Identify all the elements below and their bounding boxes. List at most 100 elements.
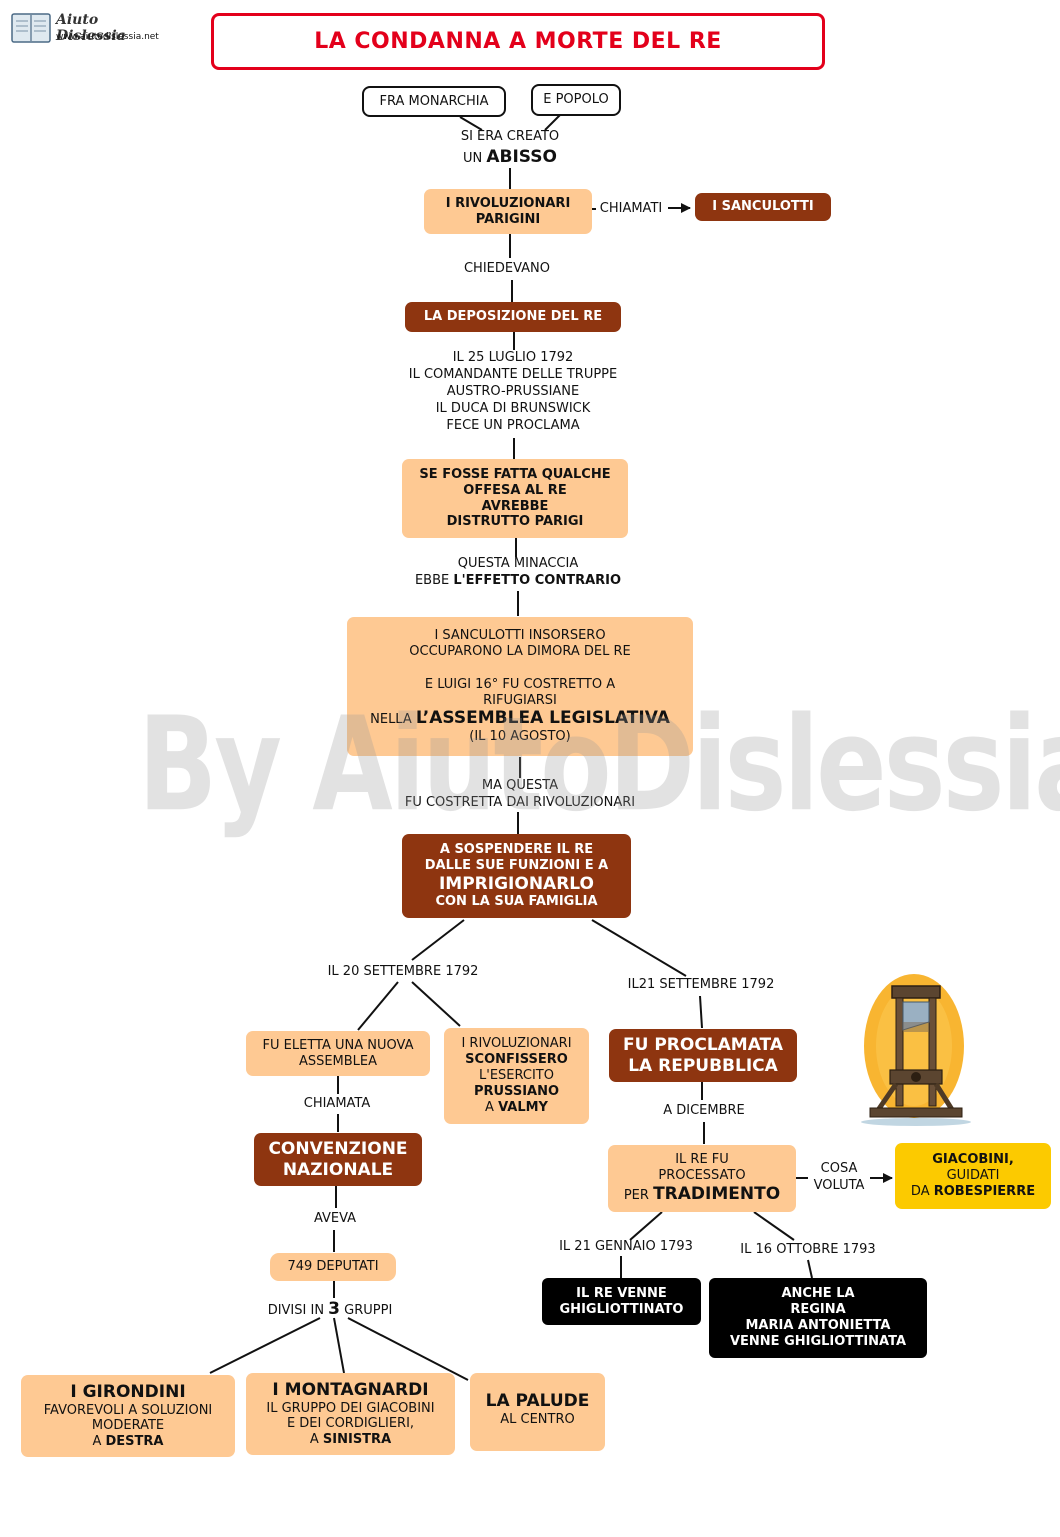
sconfissero-l5a: A xyxy=(485,1099,499,1115)
proclama-l3: AUSTRO-PRUSSIANE xyxy=(446,383,580,399)
label-cosa-voluta: COSA VOLUTA xyxy=(814,1161,865,1195)
girondini-l3a: A xyxy=(92,1434,106,1450)
ghigliottinato-l2: GHIGLIOTTINATO xyxy=(559,1301,684,1317)
insorsero-l4: RIFUGIARSI xyxy=(483,692,557,708)
aiutodislessia-logo: Aiuto Dislessia www.aiutodislessia.net xyxy=(10,10,170,50)
sospendere-box: A SOSPENDERE IL RE DALLE SUE FUNZIONI E … xyxy=(402,834,631,918)
rivoluzionari-parigini-box: I RIVOLUZIONARI PARIGINI xyxy=(424,189,592,234)
divisi-b: 3 xyxy=(328,1299,341,1319)
page-title-text: LA CONDANNA A MORTE DEL RE xyxy=(314,29,722,54)
palude-title: LA PALUDE xyxy=(485,1391,590,1411)
sospendere-l4: CON LA SUA FAMIGLIA xyxy=(435,894,598,910)
regina-l1: ANCHE LA xyxy=(781,1286,855,1302)
montagnardi-l1: IL GRUPPO DEI GIACOBINI xyxy=(266,1400,435,1416)
line-divisi-girondini xyxy=(209,1317,321,1374)
palude-box: LA PALUDE AL CENTRO xyxy=(470,1373,605,1451)
proclama-l1: IL 25 LUGLIO 1792 xyxy=(452,350,574,365)
ma-questa-l2: FU COSTRETTA DAI RIVOLUZIONARI xyxy=(404,794,636,810)
convenzione-l2: NAZIONALE xyxy=(282,1159,394,1180)
label-ma-questa: MA QUESTA FU COSTRETTA DAI RIVOLUZIONARI xyxy=(405,778,635,812)
divisi-c: GRUPPI xyxy=(340,1303,393,1318)
insorsero-l2: OCCUPARONO LA DIMORA DEL RE xyxy=(409,643,631,659)
page-title: LA CONDANNA A MORTE DEL RE xyxy=(211,13,825,70)
label-abisso-l2b: ABISSO xyxy=(486,146,557,167)
label-ottobre: IL 16 OTTOBRE 1793 xyxy=(740,1242,876,1257)
proclama-l5: FECE UN PROCLAMA xyxy=(446,417,580,433)
sconfissero-l3: L'ESERCITO xyxy=(479,1068,554,1084)
sconfissero-l2: SCONFISSERO xyxy=(465,1052,568,1068)
sanculotti-text: I SANCULOTTI xyxy=(712,199,814,215)
e-popolo-box: E POPOLO xyxy=(531,84,621,116)
label-aveva: AVEVA xyxy=(313,1211,357,1226)
cosa-voluta-l1: COSA xyxy=(820,1161,858,1176)
deputati-box: 749 DEPUTATI xyxy=(270,1253,396,1281)
sospendere-l3: IMPRIGIONARLO xyxy=(438,873,594,894)
processato-l1: IL RE FU xyxy=(675,1152,729,1168)
book-icon xyxy=(11,13,51,43)
eletta-l1: FU ELETTA UNA NUOVA xyxy=(262,1037,414,1053)
sconfissero-box: I RIVOLUZIONARI SCONFISSERO L'ESERCITO P… xyxy=(444,1028,589,1124)
line-proc-ottobre xyxy=(753,1211,795,1241)
line-divisi-palude xyxy=(347,1317,469,1381)
ma-questa-l1: MA QUESTA xyxy=(481,778,559,793)
repubblica-l2: LA REPUBBLICA xyxy=(628,1055,778,1076)
minaccia-l1: QUESTA MINACCIA xyxy=(457,556,579,571)
processato-l3a: PER xyxy=(623,1187,654,1203)
montagnardi-l2: E DEI CORDIGLIERI, xyxy=(286,1416,415,1432)
giacobini-l2: GUIDATI xyxy=(946,1168,1000,1184)
fra-monarchia-box: FRA MONARCHIA xyxy=(362,86,506,117)
deposizione-box: LA DEPOSIZIONE DEL RE xyxy=(405,302,621,332)
insorsero-l5a: NELLA xyxy=(370,712,416,728)
montagnardi-l3b: SINISTRA xyxy=(322,1432,392,1448)
fra-monarchia-text: FRA MONARCHIA xyxy=(379,93,489,109)
girondini-l1: FAVOREVOLI A SOLUZIONI xyxy=(43,1402,213,1418)
giacobini-l1: GIACOBINI, xyxy=(932,1152,1014,1168)
rivoluzionari-l1: I RIVOLUZIONARI xyxy=(445,195,571,211)
label-minaccia: QUESTA MINACCIA EBBE L'EFFETTO CONTRARIO xyxy=(415,556,621,590)
divisi-a: DIVISI IN xyxy=(267,1303,329,1318)
eletta-l2: ASSEMBLEA xyxy=(298,1053,378,1069)
line-sett20-eletta xyxy=(357,981,399,1031)
insorsero-l5b: L’ASSEMBLEA LEGISLATIVA xyxy=(415,708,670,729)
line-popolo xyxy=(544,114,561,131)
processato-l3b: TRADIMENTO xyxy=(653,1183,781,1204)
logo-url: www.aiutodislessia.net xyxy=(56,32,159,42)
offesa-box: SE FOSSE FATTA QUALCHE OFFESA AL RE AVRE… xyxy=(402,459,628,538)
regina-box: ANCHE LA REGINA MARIA ANTONIETTA VENNE G… xyxy=(709,1278,927,1358)
convenzione-box: CONVENZIONE NAZIONALE xyxy=(254,1133,422,1186)
label-chiamati: CHIAMATI xyxy=(599,201,663,216)
ghigliottinato-box: IL RE VENNE GHIGLIOTTINATO xyxy=(542,1278,701,1325)
sconfissero-l5b: VALMY xyxy=(498,1099,548,1115)
proclama-l4: IL DUCA DI BRUNSWICK xyxy=(435,400,591,416)
eletta-box: FU ELETTA UNA NUOVA ASSEMBLEA xyxy=(246,1031,430,1076)
giacobini-l3a: DA xyxy=(910,1183,934,1199)
insorsero-l6: (IL 10 AGOSTO) xyxy=(469,729,571,745)
minaccia-l2a: EBBE xyxy=(414,572,454,588)
label-divisi: DIVISI IN 3 GRUPPI xyxy=(268,1298,393,1320)
girondini-l3b: DESTRA xyxy=(105,1434,164,1450)
line-sett21-rep xyxy=(699,995,703,1029)
label-sett20: IL 20 SETTEMBRE 1792 xyxy=(327,964,479,979)
line-sosp-sett20 xyxy=(411,919,465,961)
sospendere-l2: DALLE SUE FUNZIONI E A xyxy=(424,857,609,873)
sanculotti-box: I SANCULOTTI xyxy=(695,193,831,221)
montagnardi-l3a: A xyxy=(309,1432,323,1448)
label-chiamata: CHIAMATA xyxy=(303,1096,371,1111)
line-sett20-sconf xyxy=(411,981,461,1027)
label-dicembre: A DICEMBRE xyxy=(663,1103,745,1118)
offesa-l3: AVREBBE xyxy=(481,498,549,514)
insorsero-l1: I SANCULOTTI INSORSERO xyxy=(434,627,606,643)
girondini-box: I GIRONDINI FAVOREVOLI A SOLUZIONI MODER… xyxy=(21,1375,235,1457)
sconfissero-l1: I RIVOLUZIONARI xyxy=(461,1036,572,1052)
label-abisso-l1: SI ERA CREATO xyxy=(460,129,560,144)
logo-title: Aiuto Dislessia xyxy=(56,12,126,44)
ghigliottinato-l1: IL RE VENNE xyxy=(576,1285,667,1301)
offesa-l2: OFFESA AL RE xyxy=(463,482,567,498)
sospendere-l1: A SOSPENDERE IL RE xyxy=(439,841,594,857)
montagnardi-box: I MONTAGNARDI IL GRUPPO DEI GIACOBINI E … xyxy=(246,1373,455,1455)
offesa-l1: SE FOSSE FATTA QUALCHE xyxy=(419,466,611,482)
line-divisi-montagnardi xyxy=(333,1317,345,1374)
cosa-voluta-l2: VOLUTA xyxy=(813,1177,865,1193)
proclama-l2: IL COMANDANTE DELLE TRUPPE xyxy=(408,366,618,382)
